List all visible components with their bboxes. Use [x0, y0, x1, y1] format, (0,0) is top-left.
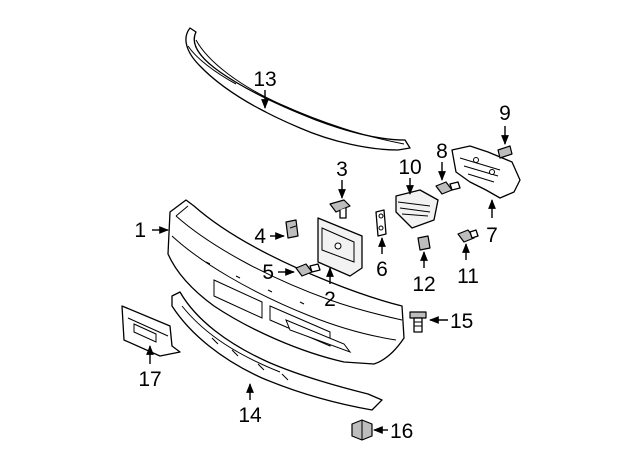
callout-5: 5: [262, 261, 274, 284]
part-11-bolt: [457, 229, 479, 243]
part-14-lower-valance: [171, 291, 383, 411]
callout-7: 7: [486, 224, 498, 247]
callout-13: 13: [253, 68, 276, 91]
part-12-retainer: [417, 235, 431, 251]
callout-12: 12: [412, 273, 435, 296]
part-13-upper-deflector: [185, 27, 411, 151]
callout-11: 11: [457, 265, 479, 288]
callout-9: 9: [499, 102, 511, 125]
callout-1: 1: [134, 219, 146, 242]
part-5-bolt: [295, 263, 321, 277]
part-4-clip: [285, 219, 299, 239]
callout-16: 16: [390, 420, 413, 443]
part-9-clip: [497, 145, 513, 159]
callout-17: 17: [138, 368, 161, 391]
part-10-support: [395, 189, 439, 229]
part-16-nut: [351, 419, 373, 441]
part-15-bolt: [409, 311, 427, 333]
callout-3: 3: [336, 158, 348, 181]
part-8-bolt: [435, 181, 461, 195]
callout-15: 15: [450, 310, 473, 333]
callout-10: 10: [398, 156, 421, 179]
part-7-side-bracket: [451, 145, 521, 199]
callout-14: 14: [238, 404, 262, 427]
part-3-bolt: [329, 199, 351, 219]
leader-lines: [146, 90, 509, 434]
part-6-plate: [375, 209, 387, 237]
part-2-bracket: [317, 217, 363, 277]
callout-6: 6: [376, 258, 388, 281]
part-1-bumper-face-bar: [167, 199, 405, 365]
part-17-license-bracket: [121, 305, 181, 357]
callout-8: 8: [436, 140, 448, 163]
callout-2: 2: [324, 288, 336, 311]
callout-4: 4: [254, 225, 266, 248]
